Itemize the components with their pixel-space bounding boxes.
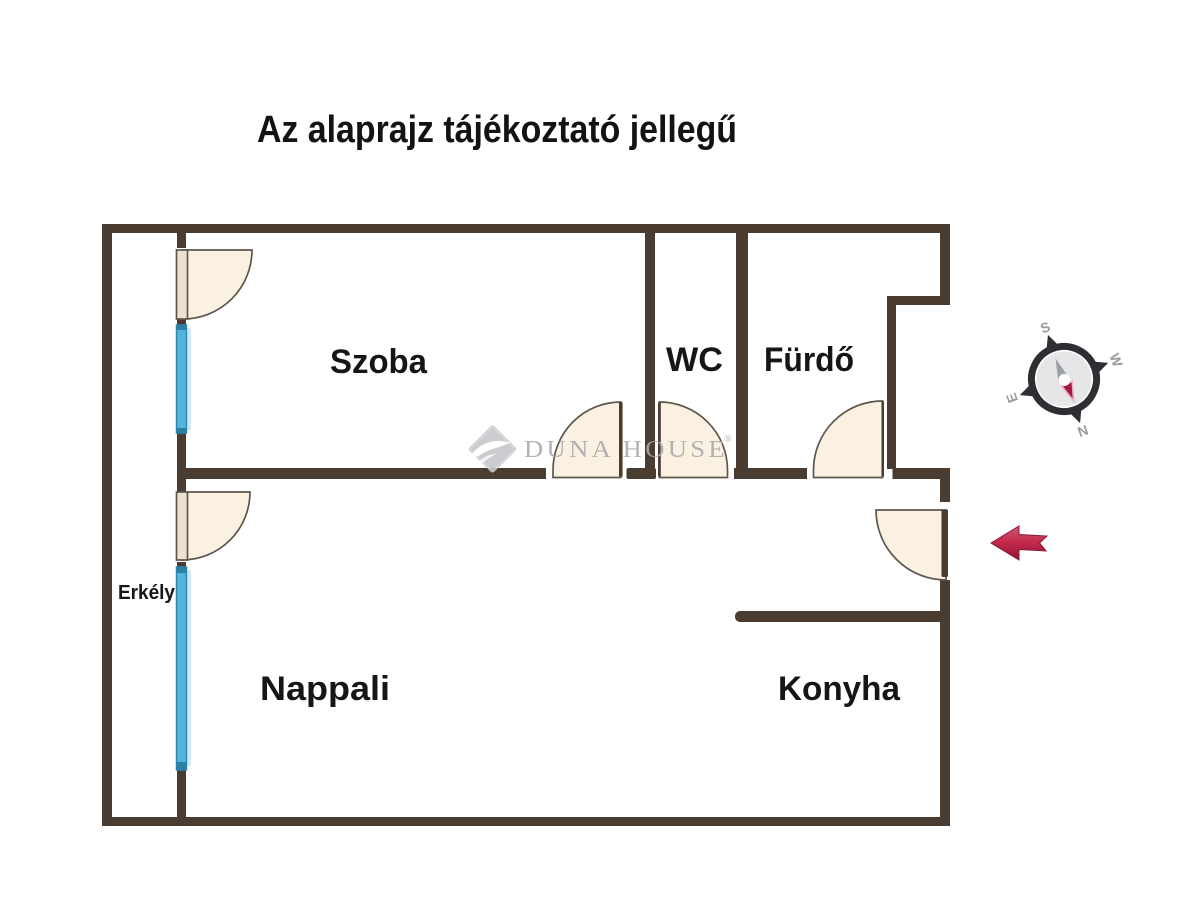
svg-text:E: E — [1003, 391, 1021, 405]
svg-text:Nappali: Nappali — [260, 670, 390, 708]
svg-text:S: S — [1038, 318, 1052, 336]
svg-text:Erkély: Erkély — [118, 582, 176, 604]
svg-text:N: N — [1075, 422, 1090, 440]
svg-text:®: ® — [724, 434, 732, 445]
svg-text:DUNA HOUSE: DUNA HOUSE — [524, 437, 728, 463]
svg-text:Az alaprajz tájékoztató jelleg: Az alaprajz tájékoztató jellegű — [257, 109, 737, 151]
svg-text:Fürdő: Fürdő — [764, 341, 854, 379]
svg-text:Szoba: Szoba — [330, 343, 428, 381]
svg-text:W: W — [1106, 351, 1126, 370]
svg-text:WC: WC — [666, 341, 723, 379]
svg-text:Konyha: Konyha — [778, 670, 901, 708]
